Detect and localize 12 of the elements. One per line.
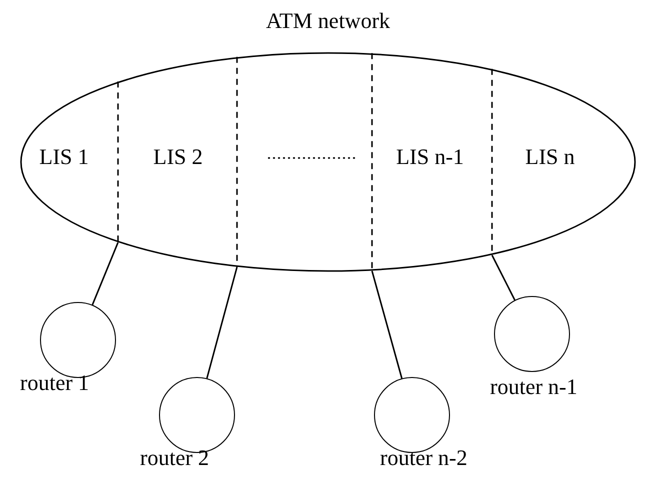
connector-line	[92, 242, 119, 306]
router-label: router 2	[140, 447, 210, 469]
subnet-label: LIS 1	[39, 146, 89, 168]
router-label: router n-2	[380, 447, 468, 469]
subnet-label: LIS 2	[153, 146, 203, 168]
connector-line	[491, 254, 516, 300]
router-label: router n-1	[490, 376, 578, 398]
connector-line	[206, 266, 238, 379]
subnet-label: LIS n	[525, 146, 575, 168]
connector-line	[371, 270, 403, 379]
subnet-label: LIS n-1	[396, 146, 464, 168]
network-title: ATM network	[266, 10, 390, 32]
